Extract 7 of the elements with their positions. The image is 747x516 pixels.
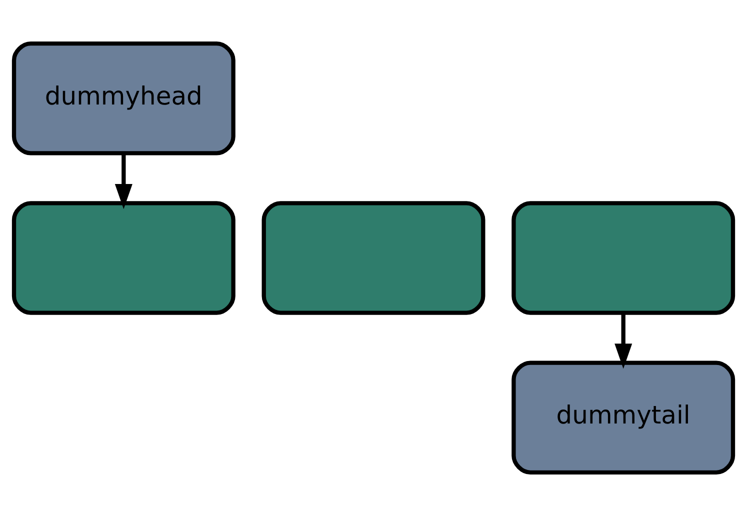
node-box <box>512 201 736 315</box>
node-box: dummytail <box>512 360 736 475</box>
arrow <box>614 312 632 369</box>
arrow <box>114 153 132 210</box>
node-box <box>262 201 486 315</box>
node-box: dummyhead <box>12 41 236 156</box>
node-box <box>12 201 236 315</box>
